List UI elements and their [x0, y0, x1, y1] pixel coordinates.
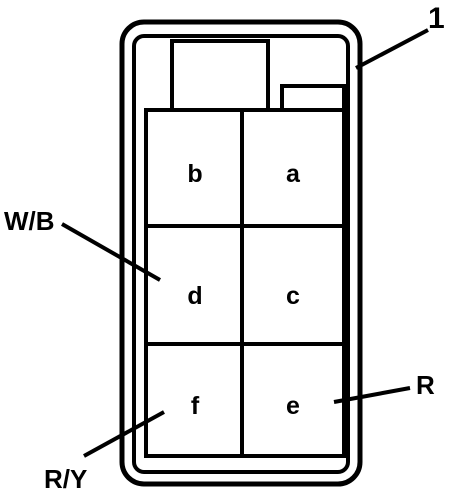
callout-number: 1 — [428, 2, 445, 35]
wire-color-wb: W/B — [4, 206, 55, 236]
callout-leader-line — [355, 28, 429, 70]
locking-tab — [170, 39, 270, 108]
terminal-label-c: c — [286, 282, 300, 310]
connector-housing-inner — [132, 34, 350, 474]
r-leader-line — [333, 386, 411, 404]
terminal-label-e: e — [286, 392, 300, 420]
key-tab — [280, 84, 346, 108]
terminal-label-a: a — [286, 160, 301, 188]
terminal-grid — [144, 108, 346, 458]
ry-leader-line — [83, 410, 165, 458]
wire-color-r: R — [416, 370, 435, 400]
connector-housing-outer — [119, 19, 363, 487]
wb-leader-line — [61, 222, 161, 282]
terminal-label-f: f — [191, 392, 200, 420]
wire-color-ry: R/Y — [44, 464, 87, 494]
terminal-label-d: d — [187, 282, 202, 310]
terminal-label-b: b — [187, 160, 202, 188]
